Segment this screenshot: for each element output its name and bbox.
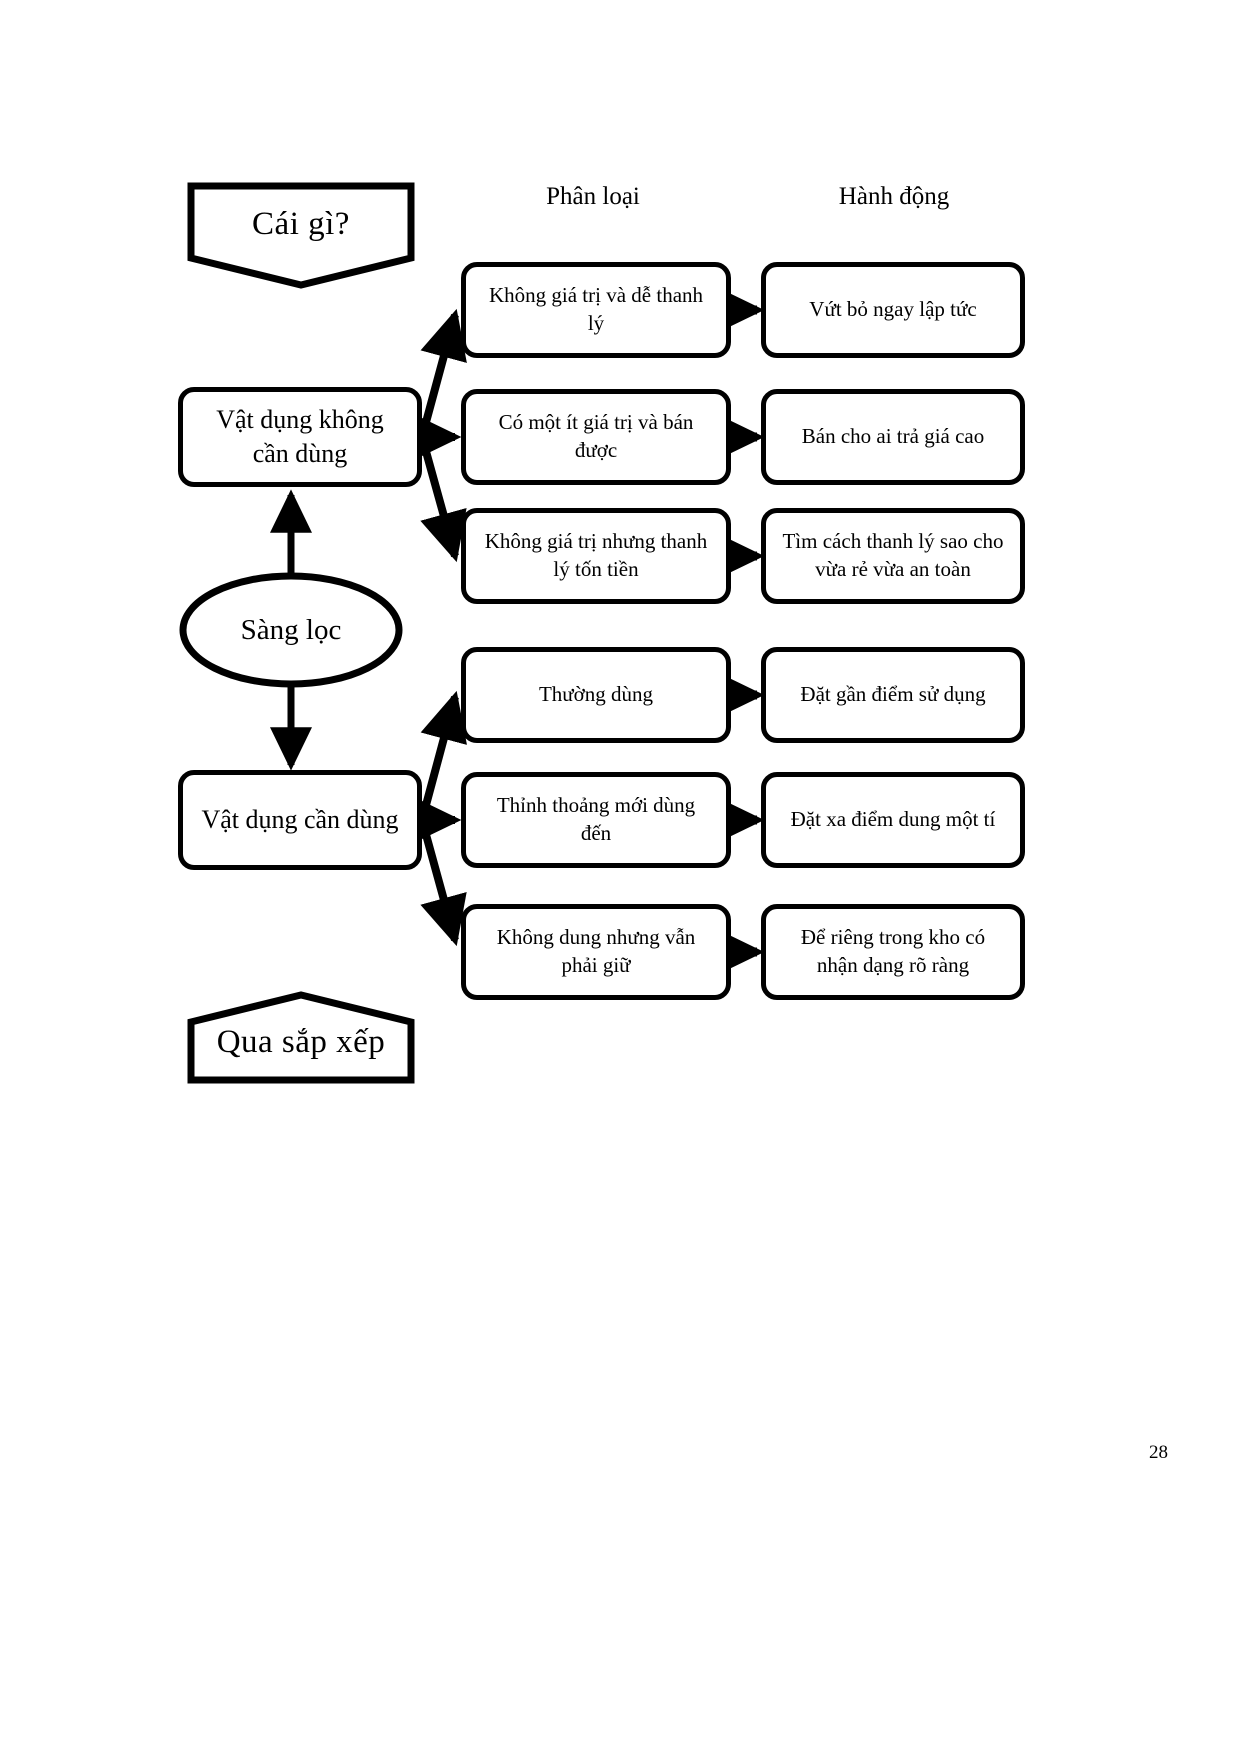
- action-box-6[interactable]: Để riêng trong kho có nhận dạng rõ ràng: [761, 904, 1025, 1000]
- arrow-unneeded-to-class-3: [418, 435, 467, 563]
- column-header-classification: Phân loại: [546, 183, 640, 210]
- action-box-3[interactable]: Tìm cách thanh lý sao cho vừa rẻ vừa an …: [761, 508, 1025, 604]
- category-node-needed-label: Vật dụng cần dùng: [201, 804, 399, 834]
- classification-box-3[interactable]: Không giá trị nhưng thanh lý tốn tiền: [461, 508, 731, 604]
- arrow-needed-to-class-6: [418, 818, 467, 947]
- classification-box-5[interactable]: Thỉnh thoảng mới dùng đến: [461, 772, 731, 868]
- category-node-unneeded[interactable]: Vật dụng không cần dùng: [178, 387, 422, 487]
- classification-box-2-label: Có một ít giá trị và bán được: [498, 410, 694, 462]
- action-box-1[interactable]: Vứt bỏ ngay lập tức: [761, 262, 1025, 358]
- action-box-5[interactable]: Đặt xa điểm dung một tí: [761, 772, 1025, 868]
- classification-box-1[interactable]: Không giá trị và dễ thanh lý: [461, 262, 731, 358]
- action-box-2-label: Bán cho ai trả giá cao: [801, 424, 985, 449]
- bottom-banner-label: Qua sắp xếp: [216, 1023, 386, 1060]
- action-box-5-label: Đặt xa điểm dung một tí: [790, 807, 996, 832]
- column-header-action: Hành động: [838, 183, 950, 210]
- category-node-needed[interactable]: Vật dụng cần dùng: [178, 770, 422, 870]
- classification-box-4[interactable]: Thường dùng: [461, 647, 731, 743]
- process-ellipse-label: Sàng lọc: [240, 613, 342, 646]
- top-banner-label: Cái gì?: [252, 205, 350, 242]
- page-number: 28: [1149, 1442, 1168, 1463]
- classification-box-5-label: Thỉnh thoảng mới dùng đến: [496, 793, 696, 845]
- classification-box-2[interactable]: Có một ít giá trị và bán được: [461, 389, 731, 485]
- action-box-4[interactable]: Đặt gần điểm sử dụng: [761, 647, 1025, 743]
- action-box-2[interactable]: Bán cho ai trả giá cao: [761, 389, 1025, 485]
- classification-box-6[interactable]: Không dung nhưng vẫn phải giữ: [461, 904, 731, 1000]
- arrow-unneeded-to-class-1: [418, 308, 467, 439]
- classification-box-1-label: Không giá trị và dễ thanh lý: [488, 283, 704, 335]
- category-node-unneeded-label: Vật dụng không cần dùng: [216, 404, 384, 468]
- action-box-1-label: Vứt bỏ ngay lập tức: [809, 297, 977, 322]
- classification-box-6-label: Không dung nhưng vẫn phải giữ: [496, 925, 696, 977]
- action-box-4-label: Đặt gần điểm sử dụng: [800, 682, 986, 707]
- arrow-needed-to-class-4: [418, 690, 467, 822]
- action-box-3-label: Tìm cách thanh lý sao cho vừa rẻ vừa an …: [782, 529, 1004, 581]
- action-box-6-label: Để riêng trong kho có nhận dạng rõ ràng: [800, 925, 986, 977]
- classification-box-4-label: Thường dùng: [538, 682, 654, 707]
- classification-box-3-label: Không giá trị nhưng thanh lý tốn tiền: [484, 529, 708, 581]
